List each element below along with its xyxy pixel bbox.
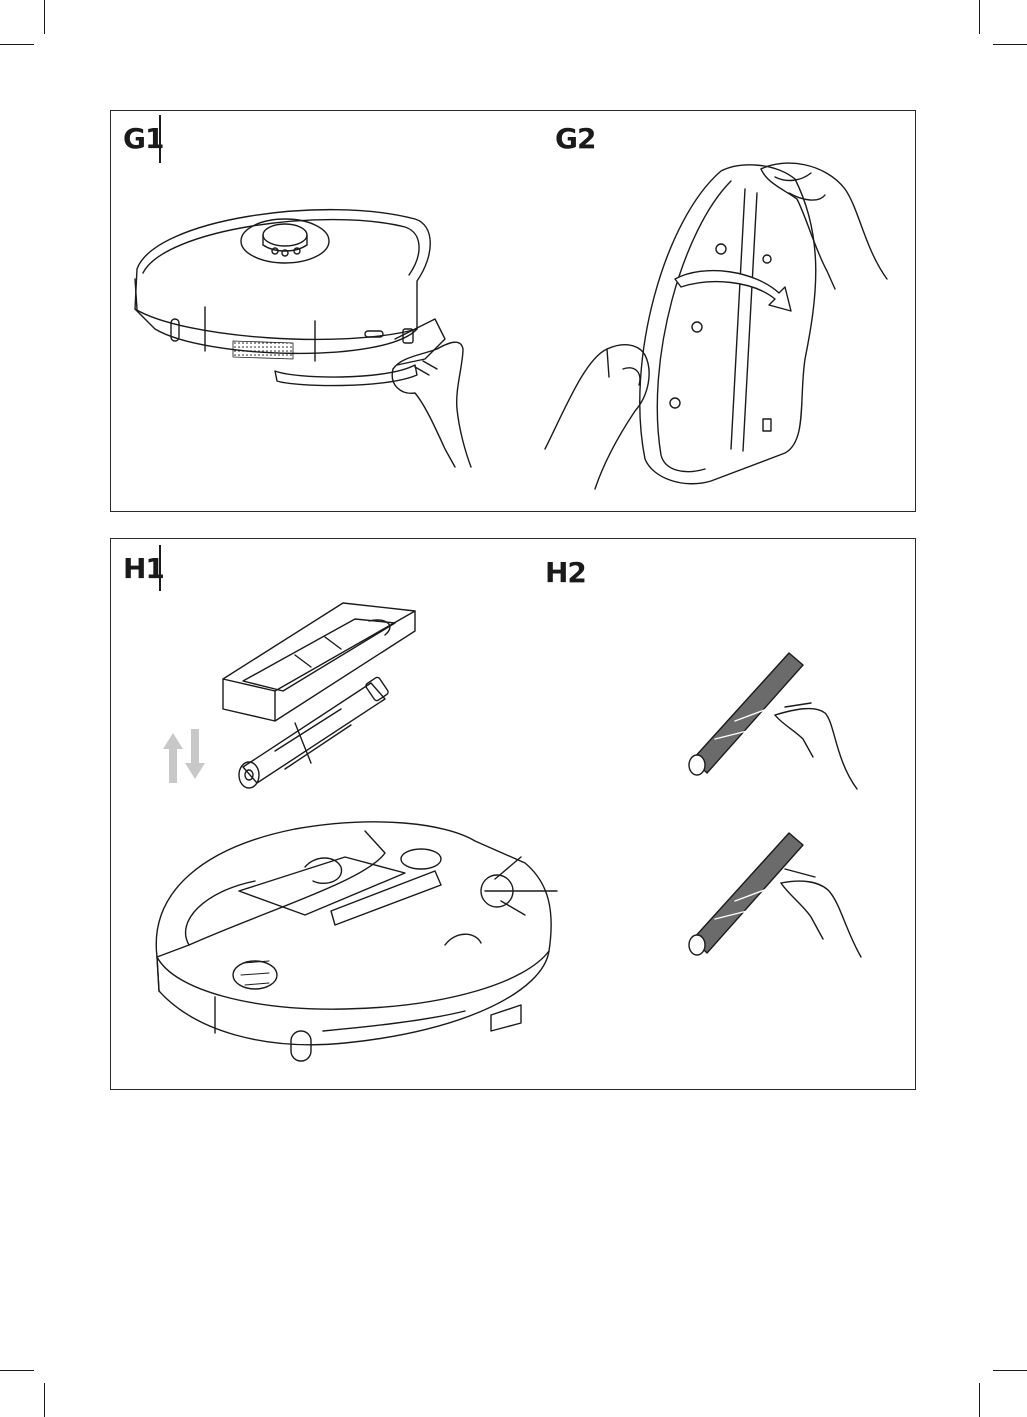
- mop-bracket: [275, 319, 445, 386]
- h2-illustration: [685, 639, 885, 979]
- crop-mark-tr-h: [993, 44, 1027, 45]
- g1-illustration: [125, 189, 485, 469]
- robot-underside: [156, 822, 557, 1061]
- up-down-arrows: [163, 729, 205, 783]
- brush-cover: [223, 603, 415, 721]
- roller-brush: [239, 676, 389, 788]
- crop-mark-br-h: [993, 1370, 1027, 1371]
- brush-top: [689, 653, 803, 775]
- front-grille: [233, 341, 293, 359]
- h1-illustration: [145, 591, 565, 1081]
- figure-label-divider: [159, 545, 161, 591]
- crop-mark-tl-h: [0, 44, 34, 45]
- crop-mark-tl-v: [44, 0, 45, 34]
- left-hand: [545, 345, 649, 489]
- crop-mark-bl-v: [44, 1383, 45, 1417]
- right-hand: [761, 163, 887, 289]
- mop-plate: [640, 165, 816, 484]
- curved-arrow: [675, 271, 791, 311]
- figure-label-g1: G1: [123, 125, 163, 153]
- panel-h: H1 H2: [110, 538, 916, 1090]
- figure-label-g2: G2: [555, 125, 595, 153]
- hand: [392, 342, 471, 467]
- figure-label-divider: [159, 115, 161, 163]
- lidar-turret: [241, 219, 329, 263]
- hand-top: [775, 703, 857, 789]
- hand-bottom: [781, 869, 861, 957]
- crop-mark-tr-v: [979, 0, 980, 34]
- crop-mark-br-v: [979, 1383, 980, 1417]
- figure-label-h2: H2: [545, 559, 586, 587]
- panel-g: G1 G2: [110, 110, 916, 512]
- brush-bottom: [689, 833, 803, 955]
- crop-mark-bl-h: [0, 1370, 34, 1371]
- g2-illustration: [535, 159, 895, 499]
- figure-label-h1: H1: [123, 555, 164, 583]
